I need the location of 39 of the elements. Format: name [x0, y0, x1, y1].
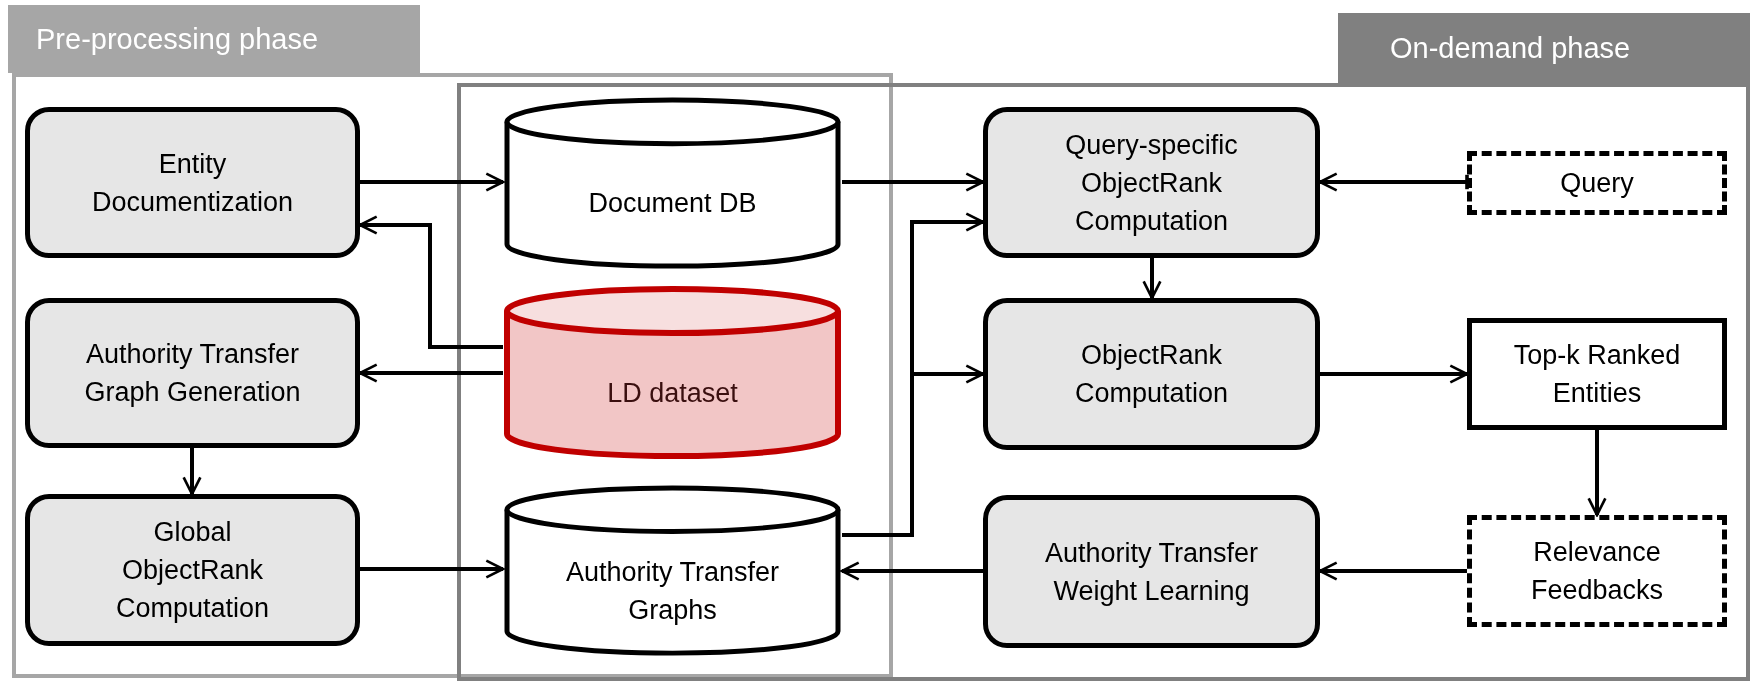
arrow — [182, 448, 202, 496]
node-label: Document DB — [588, 187, 757, 220]
database-cylinder — [503, 96, 842, 270]
arrow — [842, 172, 985, 192]
node-label: Relevance Feedbacks — [1529, 536, 1665, 607]
node-label: Entity Documentization — [90, 147, 295, 219]
node-label: ObjectRank Computation — [1073, 339, 1230, 410]
node-label: Global ObjectRank Computation — [114, 516, 271, 625]
arrow — [1587, 430, 1607, 517]
process-box — [25, 494, 360, 646]
phase-tab: On-demand phase — [1338, 13, 1750, 83]
node-label: Authority Transfer Graph Generation — [83, 338, 302, 409]
arrow — [1318, 172, 1469, 192]
arrow — [360, 559, 505, 579]
node-label: Top-k Ranked Entities — [1512, 339, 1682, 410]
arrow — [840, 561, 983, 581]
process-box — [25, 107, 360, 258]
input-box — [1467, 515, 1727, 627]
process-box — [983, 495, 1320, 648]
process-box — [983, 298, 1320, 450]
node-label: Query — [1560, 167, 1634, 200]
process-box — [25, 298, 360, 448]
output-box — [1467, 318, 1727, 430]
node-label: LD dataset — [607, 376, 738, 410]
arrow — [358, 215, 503, 349]
process-box — [983, 107, 1320, 258]
input-box — [1467, 151, 1727, 215]
arrow — [1318, 561, 1467, 581]
node-label: Authority Transfer Weight Learning — [1043, 536, 1260, 608]
arrow — [842, 364, 985, 537]
arrow — [1320, 364, 1469, 384]
arrow — [358, 363, 503, 383]
database-cylinder — [503, 285, 842, 460]
arrow — [1142, 258, 1162, 300]
arrow — [360, 172, 505, 192]
database-cylinder — [503, 484, 842, 657]
node-label: Authority Transfer Graphs — [564, 555, 781, 627]
phase-tab: Pre-processing phase — [8, 5, 420, 73]
node-label: Query-specific ObjectRank Computation — [1064, 128, 1239, 238]
